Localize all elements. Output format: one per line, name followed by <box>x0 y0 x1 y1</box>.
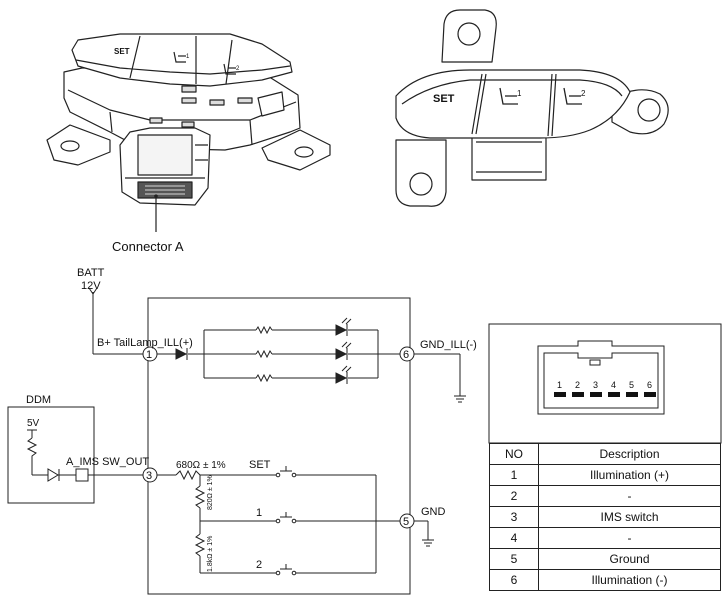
connector-pin-5: 5 <box>629 380 634 390</box>
illumination-plus-net: B+ TailLamp_ILL(+) <box>97 337 193 349</box>
pin-description: IMS switch <box>538 506 721 528</box>
led-icon <box>335 365 352 384</box>
pin-3-marker <box>142 467 158 483</box>
table-row: 4- <box>489 527 721 549</box>
pin-6-label: 6 <box>403 349 409 361</box>
pin-5-marker <box>399 513 415 529</box>
schematic-lines <box>7 287 466 595</box>
pin-3-label: 3 <box>146 470 152 482</box>
resistor-1k8-label: 1.8kΩ ± 1% <box>207 536 214 572</box>
connector-pin-1: 1 <box>557 380 562 390</box>
right-set-key-label: SET <box>433 93 455 105</box>
pin-description: Ground <box>538 548 721 570</box>
right-memory-2-label: 2 <box>581 89 586 98</box>
right-seat-icon-2 <box>563 87 582 105</box>
connector-pin-4: 4 <box>611 380 616 390</box>
connector-callout-dot <box>154 194 158 198</box>
switch-out-net: A_IMS SW_OUT <box>66 456 149 468</box>
pin-description: Illumination (+) <box>538 464 721 486</box>
led-icon <box>335 317 352 336</box>
header-description: Description <box>538 443 721 465</box>
ddm-label: DDM <box>26 394 51 406</box>
pin-description: - <box>538 527 721 549</box>
table-header-row: NO Description <box>489 443 721 465</box>
left-set-key-label: SET <box>114 47 130 56</box>
pin-1-marker <box>142 346 158 362</box>
pin-number: 1 <box>489 464 539 486</box>
batt-voltage: 12V <box>81 280 101 292</box>
pin-number: 4 <box>489 527 539 549</box>
right-memory-1-label: 1 <box>517 89 522 98</box>
ground-net: GND <box>421 506 446 518</box>
pin-description: - <box>538 485 721 507</box>
pin-6-marker <box>399 346 415 362</box>
ddm-diode-symbol <box>47 468 60 482</box>
pin-number: 5 <box>489 548 539 570</box>
pin-markers <box>142 346 415 529</box>
pin-number: 6 <box>489 569 539 591</box>
led-resistors <box>255 325 273 383</box>
switch-1-label: 1 <box>256 507 262 519</box>
ddm-voltage: 5V <box>27 418 40 429</box>
left-seat-icon-2 <box>223 63 236 75</box>
switch-perspective-illustration <box>46 33 331 206</box>
switch-front-illustration <box>395 9 669 207</box>
pin-number: 3 <box>489 506 539 528</box>
batt-label: BATT <box>77 267 105 279</box>
pin-5-label: 5 <box>403 516 409 528</box>
set-switch-label: SET <box>249 459 271 471</box>
illumination-minus-net: GND_ILL(-) <box>420 339 477 351</box>
connector-pin-6: 6 <box>647 380 652 390</box>
connector-face <box>537 340 665 415</box>
resistor-680-label: 680Ω ± 1% <box>176 460 226 471</box>
header-no: NO <box>489 443 539 465</box>
right-seat-icon-1 <box>499 87 518 105</box>
resistor-820-label: 820Ω ± 1% <box>207 475 214 510</box>
table-row: 2- <box>489 485 721 507</box>
connector-callout-label: Connector A <box>112 239 184 254</box>
left-seat-icon-1 <box>173 51 186 63</box>
pin-number: 2 <box>489 485 539 507</box>
pin-description: Illumination (-) <box>538 569 721 591</box>
switch-2-label: 2 <box>256 559 262 571</box>
left-memory-1-label: 1 <box>186 54 190 60</box>
connector-pin-3: 3 <box>593 380 598 390</box>
led-icon <box>335 341 352 360</box>
left-memory-2-label: 2 <box>236 66 240 72</box>
led-symbols <box>335 317 352 384</box>
diode-symbol <box>175 348 188 360</box>
pin-1-label: 1 <box>146 349 152 361</box>
connector-pin-2: 2 <box>575 380 580 390</box>
